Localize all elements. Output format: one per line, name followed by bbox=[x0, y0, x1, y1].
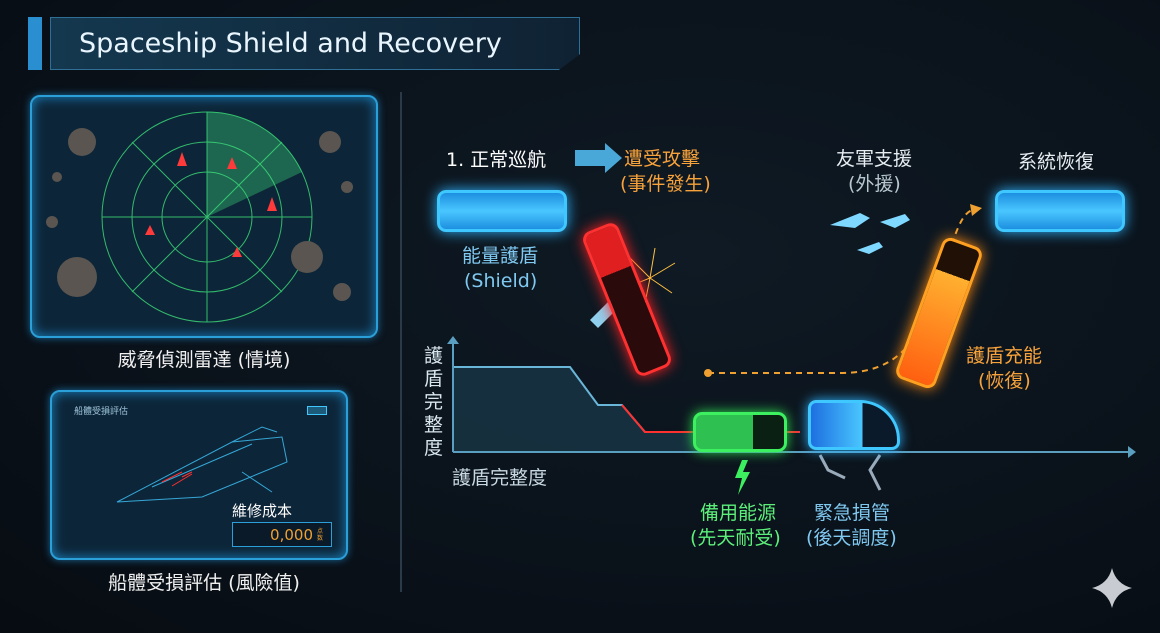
x-axis-arrow bbox=[1128, 446, 1136, 458]
shield-battery-full bbox=[437, 190, 567, 232]
integrity-area bbox=[453, 367, 700, 452]
attack-sub: (事件發生) bbox=[620, 173, 711, 195]
divider bbox=[400, 92, 402, 592]
shield-sub: (Shield) bbox=[464, 270, 538, 292]
recovery-path-arrow bbox=[970, 204, 982, 216]
recharge-sub: (恢復) bbox=[978, 370, 1031, 392]
support-sub: (外援) bbox=[848, 173, 901, 195]
impact-spark-icon bbox=[624, 247, 676, 304]
robot-arm-icon bbox=[818, 454, 882, 491]
hull-caption: 船體受損評估 (風險值) bbox=[108, 572, 300, 594]
radar-panel bbox=[30, 95, 378, 338]
repair-sub: (後天調度) bbox=[806, 527, 897, 549]
backup-sub: (先天耐受) bbox=[690, 527, 781, 549]
step-normal-cruise: 1. 正常巡航 bbox=[446, 149, 547, 171]
asteroid-icons bbox=[46, 128, 353, 301]
repair-cost-value: 0,000 bbox=[270, 525, 313, 544]
enemy-ship-icons bbox=[145, 152, 277, 257]
repair-title: 緊急損管 bbox=[814, 502, 891, 524]
radar-caption: 威脅偵測雷達 (情境) bbox=[117, 349, 291, 371]
shield-title: 能量護盾 bbox=[462, 245, 539, 267]
repair-cost-unit: 点数 bbox=[317, 527, 324, 542]
y-axis-arrow bbox=[447, 336, 459, 344]
backup-power-battery bbox=[693, 412, 787, 452]
support-title: 友軍支援 bbox=[836, 148, 913, 170]
hull-panel-title: 船體受損評估 bbox=[74, 407, 129, 417]
restored-battery-full bbox=[995, 190, 1125, 232]
repair-cost-label: 維修成本 bbox=[232, 502, 293, 520]
flow-arrow-icon bbox=[575, 143, 622, 173]
sparkle-icon bbox=[1092, 568, 1132, 608]
lightning-icon bbox=[735, 460, 750, 495]
page-title: Spaceship Shield and Recovery bbox=[50, 17, 580, 70]
recharge-title: 護盾充能 bbox=[966, 345, 1043, 367]
battery-indicator-icon bbox=[307, 406, 327, 415]
title-accent bbox=[28, 17, 42, 70]
restore-title: 系統恢復 bbox=[1018, 151, 1095, 173]
spaceship-wireframe-icon bbox=[116, 426, 288, 503]
x-axis-label: 護盾完整度 bbox=[452, 467, 548, 489]
attack-title: 遭受攻擊 bbox=[624, 148, 701, 170]
ally-fighters-icon bbox=[830, 213, 910, 254]
recovery-path-start bbox=[704, 369, 712, 377]
radar-graphic bbox=[46, 111, 353, 323]
y-axis-label: 護盾完整度 bbox=[424, 345, 444, 459]
hull-panel: 船體受損評估 維修成本 0,000 点数 bbox=[50, 390, 348, 560]
backup-title: 備用能源 bbox=[700, 502, 777, 524]
